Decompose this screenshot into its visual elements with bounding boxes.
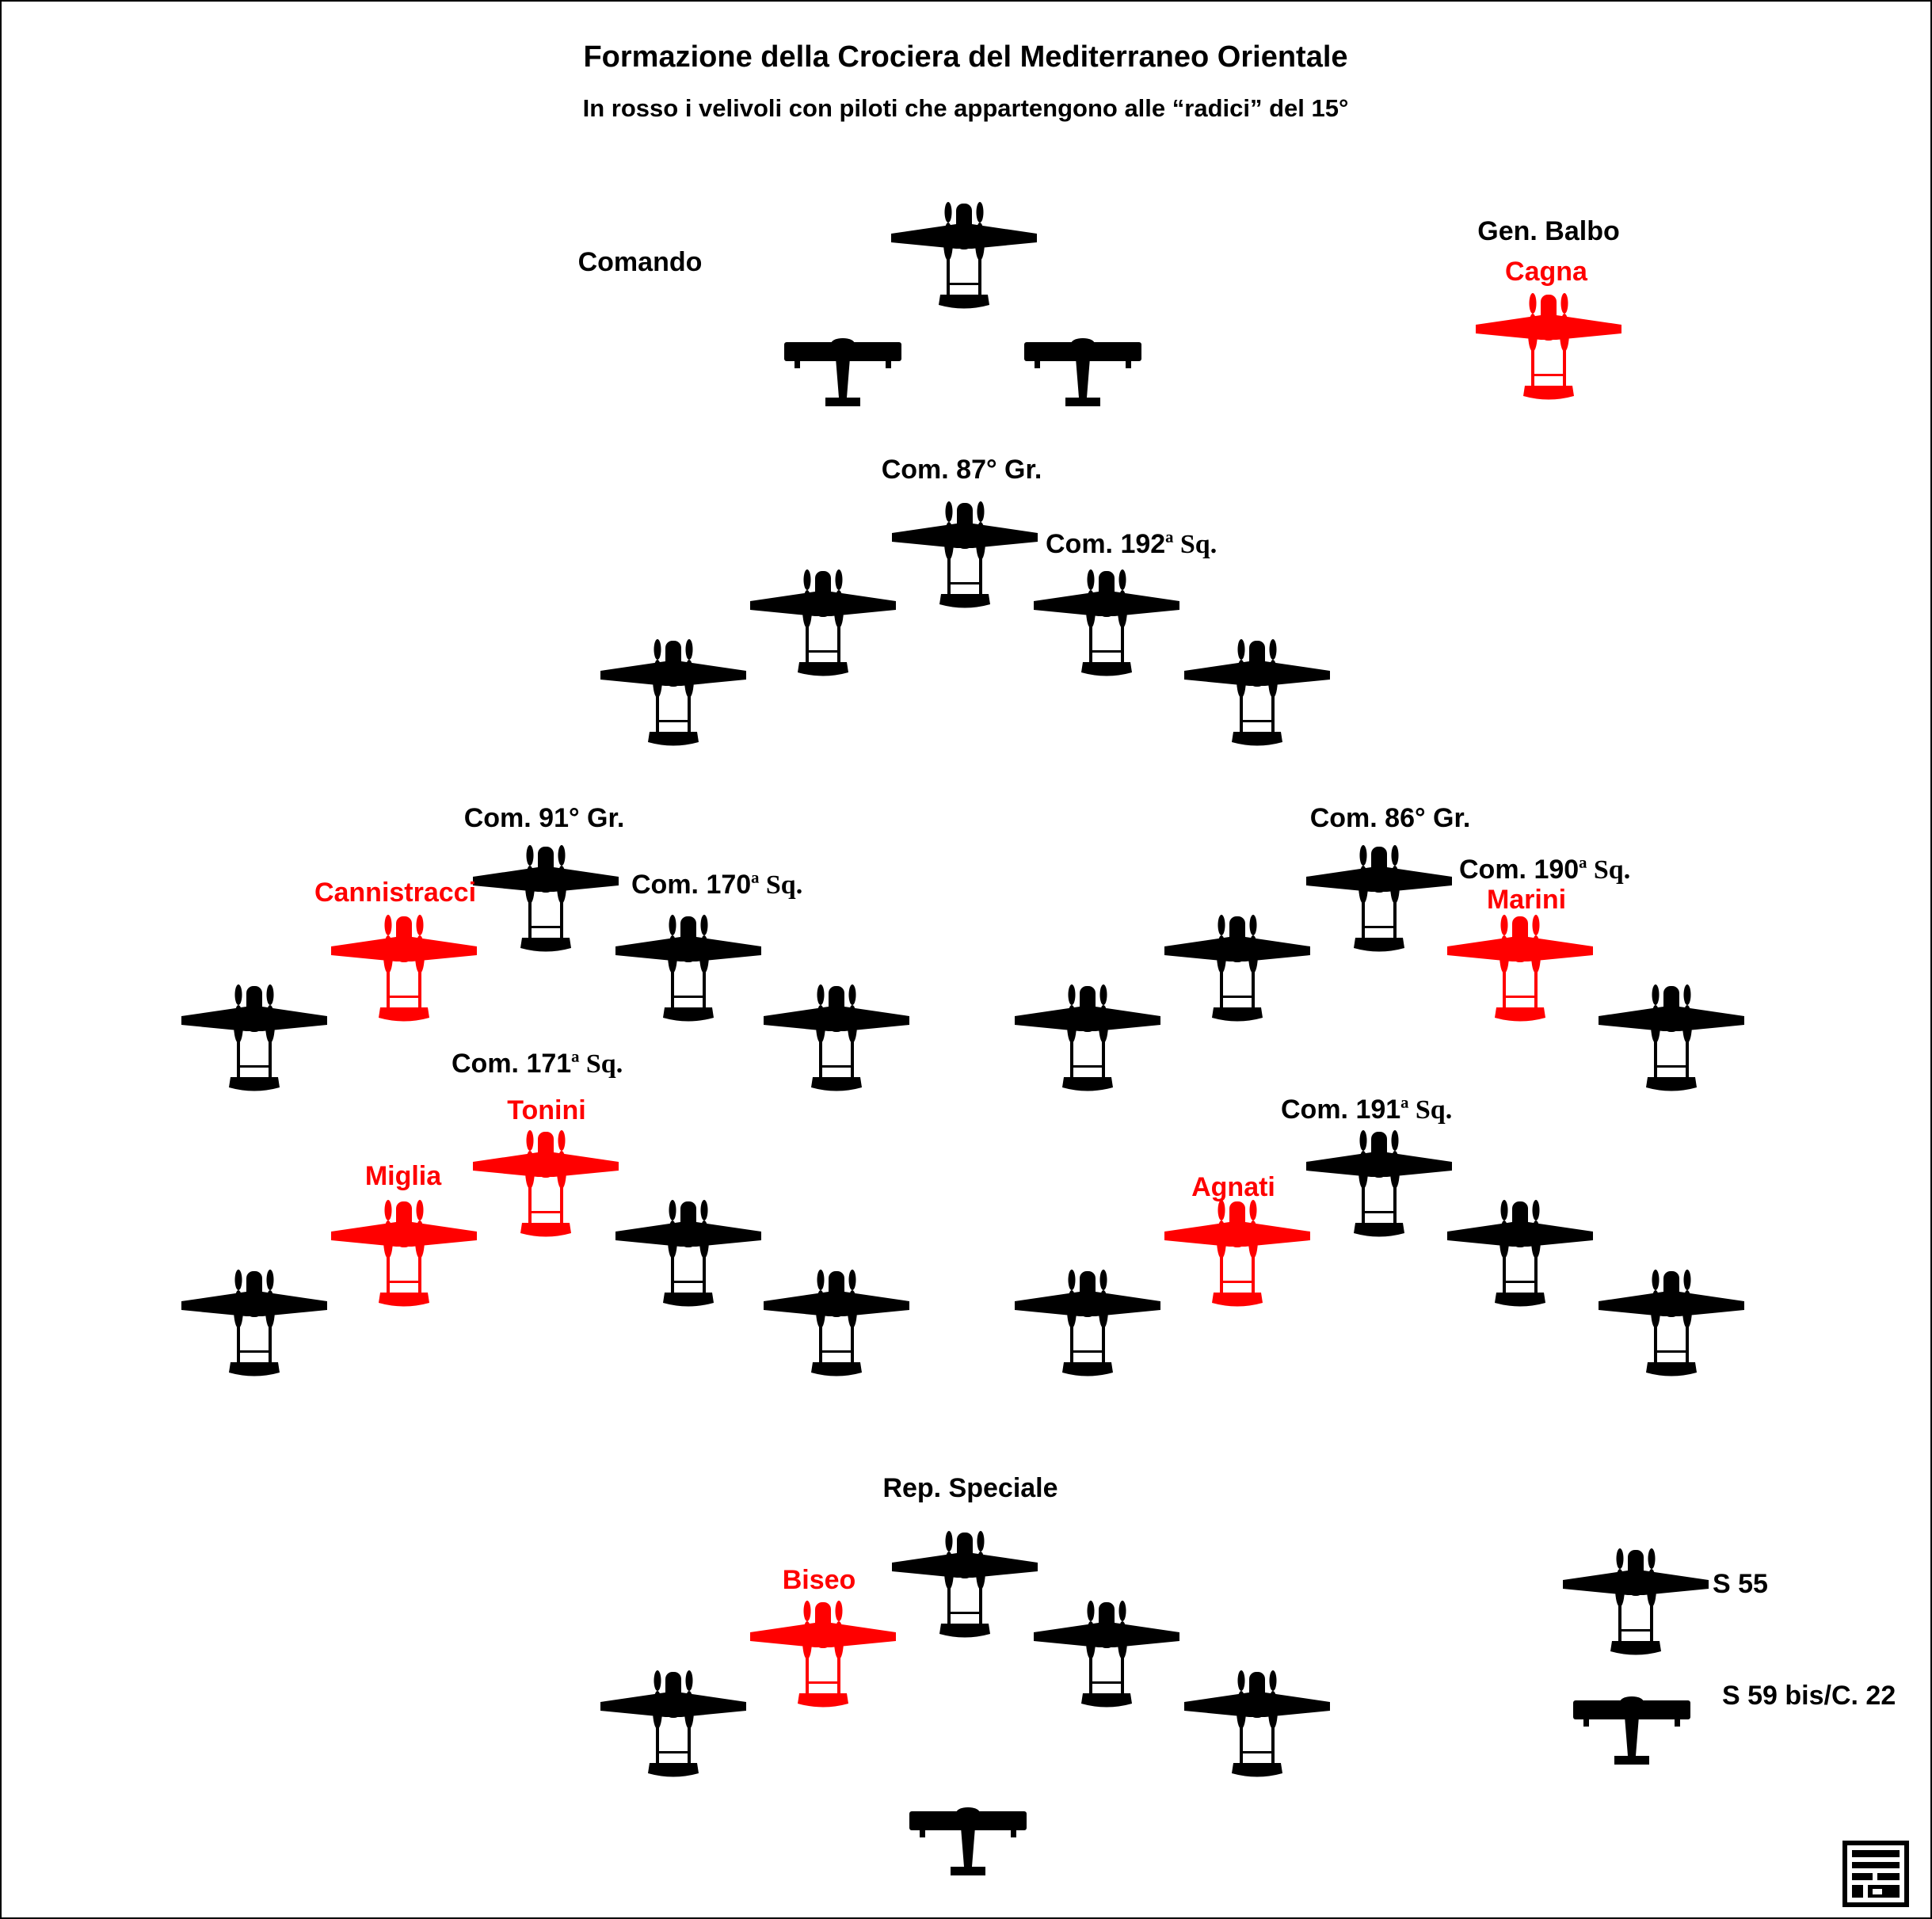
gr86-leader-s55-icon [1306,845,1452,952]
label-tonini: Tonini [507,1095,585,1125]
gr87-plane-3-s55-icon [1034,569,1179,676]
gr87-plane-5-s55-icon [1184,639,1330,746]
gr87-leader-s55-icon [892,501,1038,608]
gr86-plane-5-s55-icon [1599,984,1744,1091]
label-miglia: Miglia [365,1161,442,1191]
label-com-171-sq: Com. 171ª Sq. [452,1049,623,1079]
legend-s55-icon [1563,1548,1709,1655]
legend-s59-label: S 59 bis/C. 22 [1722,1681,1896,1711]
rep-speciale-leader-s55-icon [892,1531,1038,1638]
miglia-plane-s55-icon [331,1200,477,1307]
label-cagna: Cagna [1505,257,1588,287]
sq191-plane-5-s55-icon [1599,1270,1744,1376]
legend-s55-label: S 55 [1713,1569,1768,1599]
sq191-plane-4-s55-icon [1015,1270,1160,1376]
page-title: Formazione della Crociera del Mediterran… [583,40,1347,74]
tonini-plane-s55-icon [473,1130,619,1237]
gr86-plane-4-s55-icon [1015,984,1160,1091]
gr87-plane-2-s55-icon [750,569,896,676]
label-biseo: Biseo [783,1565,856,1595]
aircraft-layer [181,202,1744,1875]
logo-icon [1842,1841,1909,1907]
rep-speciale-plane-5-s55-icon [1184,1670,1330,1777]
gr86-plane-2-s55-icon [1164,915,1310,1022]
page-subtitle: In rosso i velivoli con piloti che appar… [583,94,1349,122]
label-comando: Comando [578,247,703,277]
sq191-leader-s55-icon [1306,1130,1452,1237]
label-gen-balbo: Gen. Balbo [1477,216,1619,246]
sq171-plane-4-s55-icon [181,1270,327,1376]
label-agnati: Agnati [1191,1172,1275,1202]
label-com-86-gr: Com. 86° Gr. [1310,803,1471,833]
label-com-190-sq: Com. 190ª Sq. [1459,855,1630,885]
comando-s59-right-s59-icon [1024,338,1141,406]
label-cannistracci: Cannistracci [314,878,476,908]
rep-speciale-plane-4-s55-icon [600,1670,746,1777]
marini-plane-s55-icon [1447,915,1593,1022]
gr91-plane-3-s55-icon [615,915,761,1022]
cagna-plane-s55-icon [1476,293,1621,400]
label-com-170-sq: Com. 170ª Sq. [631,870,802,900]
gr91-leader-s55-icon [473,845,619,952]
biseo-plane-s55-icon [750,1601,896,1708]
gr87-plane-4-s55-icon [600,639,746,746]
rep-speciale-s59-s59-icon [909,1807,1027,1875]
label-com-192-sq: Com. 192ª Sq. [1046,529,1217,559]
label-rep-speciale: Rep. Speciale [882,1473,1057,1503]
label-com-191-sq: Com. 191ª Sq. [1281,1095,1452,1125]
legend-s59-icon [1573,1696,1690,1765]
sq171-plane-5-s55-icon [764,1270,909,1376]
cannistracci-plane-s55-icon [331,915,477,1022]
comando-leader-s55-icon [891,202,1037,309]
gr91-plane-4-s55-icon [181,984,327,1091]
gr91-plane-5-s55-icon [764,984,909,1091]
sq171-plane-3-s55-icon [615,1200,761,1307]
comando-s59-left-s59-icon [784,338,901,406]
agnati-plane-s55-icon [1164,1200,1310,1307]
label-com-87-gr: Com. 87° Gr. [882,455,1042,485]
sq191-plane-3-s55-icon [1447,1200,1593,1307]
label-marini: Marini [1487,885,1566,915]
label-com-91-gr: Com. 91° Gr. [464,803,625,833]
rep-speciale-plane-3-s55-icon [1034,1601,1179,1708]
